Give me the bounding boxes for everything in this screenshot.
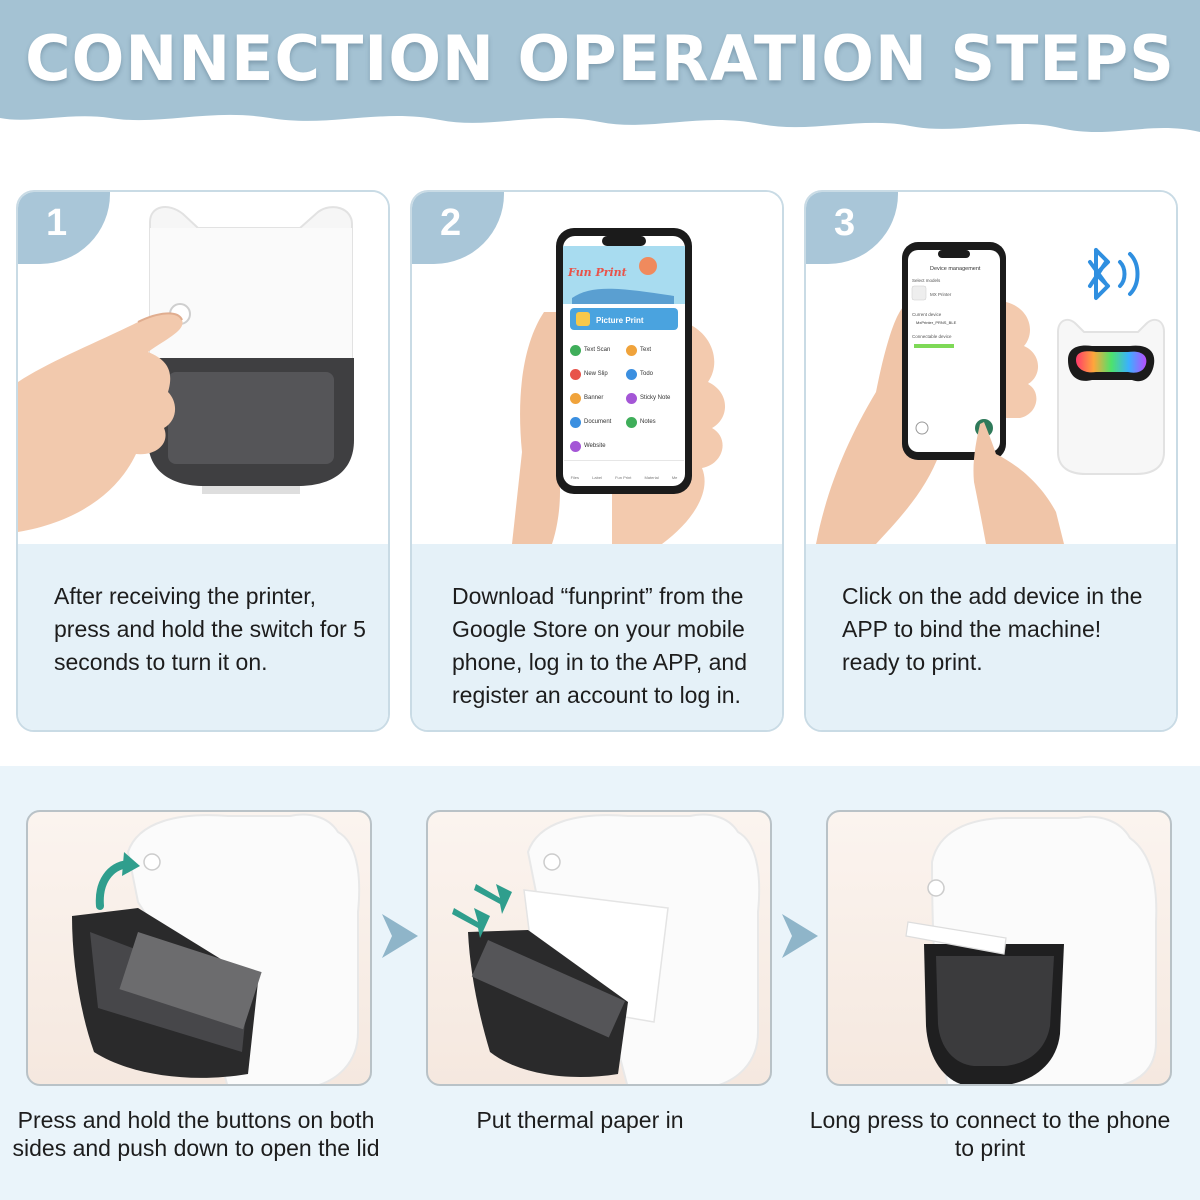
operation-2-caption: Put thermal paper in — [476, 1107, 684, 1133]
phone-menu-item[interactable]: Notes — [626, 416, 682, 428]
phone-menu-item[interactable]: Website — [570, 440, 626, 452]
step-badge-1: 1 — [18, 192, 110, 264]
app-feature-icon — [570, 344, 581, 356]
step-card-1: 1 After receiving the printer, press and… — [16, 190, 390, 732]
phone-menu-label: Text — [640, 347, 652, 353]
banner-wave — [0, 0, 1200, 132]
phone-menu-item[interactable]: Todo — [626, 368, 682, 380]
device-title: Device management — [930, 266, 981, 272]
app-feature-icon — [570, 368, 581, 380]
phone-menu-row: Banner Sticky Note — [570, 386, 682, 410]
operation-card-1 — [26, 810, 372, 1086]
app-feature-icon — [570, 416, 581, 428]
chevron-right-icon — [782, 914, 818, 958]
phone-menu-item[interactable]: Text Scan — [570, 344, 626, 356]
phone-menu-item[interactable]: Banner — [570, 392, 626, 404]
phone-menu-item[interactable]: Sticky Note — [626, 392, 682, 404]
phone-menu-label: Sticky Note — [640, 395, 671, 401]
phone-tab[interactable]: Files — [570, 475, 580, 480]
step-number: 1 — [46, 202, 68, 244]
step-1-caption: After receiving the printer, press and h… — [54, 583, 366, 675]
device-id: MxPrinter_PRNS_BLE — [916, 320, 957, 325]
step-1-photo: 1 — [18, 192, 388, 544]
phone-menu-item[interactable]: New Slip — [570, 368, 626, 380]
chevron-right-icon — [382, 914, 418, 958]
phone-menu-label: Notes — [640, 419, 656, 425]
phone-menu-label: Text Scan — [584, 347, 611, 353]
connectable-device: Connectable device — [912, 334, 952, 339]
operation-3-caption: Long press to connect to the phone to pr… — [809, 1107, 1171, 1161]
operation-card-3 — [826, 810, 1172, 1086]
phone-menu-label: Todo — [640, 371, 654, 377]
operation-1-caption: Press and hold the buttons on both sides… — [12, 1107, 380, 1161]
phone-menu-row: Website — [570, 434, 682, 458]
step-number: 2 — [440, 202, 462, 244]
phone-tabbar: Files Label Fun Print Material Me — [564, 460, 684, 485]
step-1-caption-area: After receiving the printer, press and h… — [18, 544, 388, 730]
app-feature-icon — [626, 344, 637, 356]
double-arrow-icon — [452, 884, 512, 938]
app-feature-icon — [570, 440, 581, 452]
phone-tab[interactable]: Label — [592, 475, 602, 480]
page-title: CONNECTION OPERATION STEPS — [25, 22, 1175, 95]
step-3-caption: Click on the add device in the APP to bi… — [842, 583, 1143, 675]
feature-button: Picture Print — [596, 316, 644, 325]
phone-menu-label: Banner — [584, 395, 604, 401]
step-3-caption-area: Click on the add device in the APP to bi… — [806, 544, 1176, 730]
header-banner: CONNECTION OPERATION STEPS — [0, 0, 1200, 150]
model-name: MX Printer — [930, 292, 952, 297]
phone-tab[interactable]: Material — [644, 475, 659, 480]
curved-arrow-icon — [95, 852, 140, 910]
step-card-3: Device management Select models MX Print… — [804, 190, 1178, 732]
step-number: 3 — [834, 202, 856, 244]
phone-menu-label: Website — [584, 443, 606, 449]
phone-tab[interactable]: Fun Print — [615, 475, 632, 480]
phone-menu-row: New Slip Todo — [570, 362, 682, 386]
bluetooth-icon — [1088, 248, 1140, 300]
phone-tab[interactable]: Me — [671, 475, 678, 480]
operation-card-2 — [426, 810, 772, 1086]
phone-menu-label: Document — [584, 419, 612, 425]
phone-menu-label: New Slip — [584, 371, 608, 377]
app-feature-icon — [626, 368, 637, 380]
app-feature-icon — [570, 392, 581, 404]
phone-menu-row: Text Scan Text — [570, 338, 682, 362]
step-2-caption: Download “funprint” from the Google Stor… — [452, 583, 747, 708]
app-feature-icon — [626, 416, 637, 428]
app-feature-icon — [626, 392, 637, 404]
step-3-photo: Device management Select models MX Print… — [806, 192, 1176, 544]
step-2-caption-area: Download “funprint” from the Google Stor… — [412, 544, 782, 730]
phone-menu-row: Document Notes — [570, 410, 682, 434]
select-models: Select models — [912, 278, 941, 283]
app-brand: Fun Print — [567, 266, 627, 279]
phone-menu-item[interactable]: Document — [570, 416, 626, 428]
current-device: Current device — [912, 312, 942, 317]
phone-menu-item[interactable]: Text — [626, 344, 682, 356]
